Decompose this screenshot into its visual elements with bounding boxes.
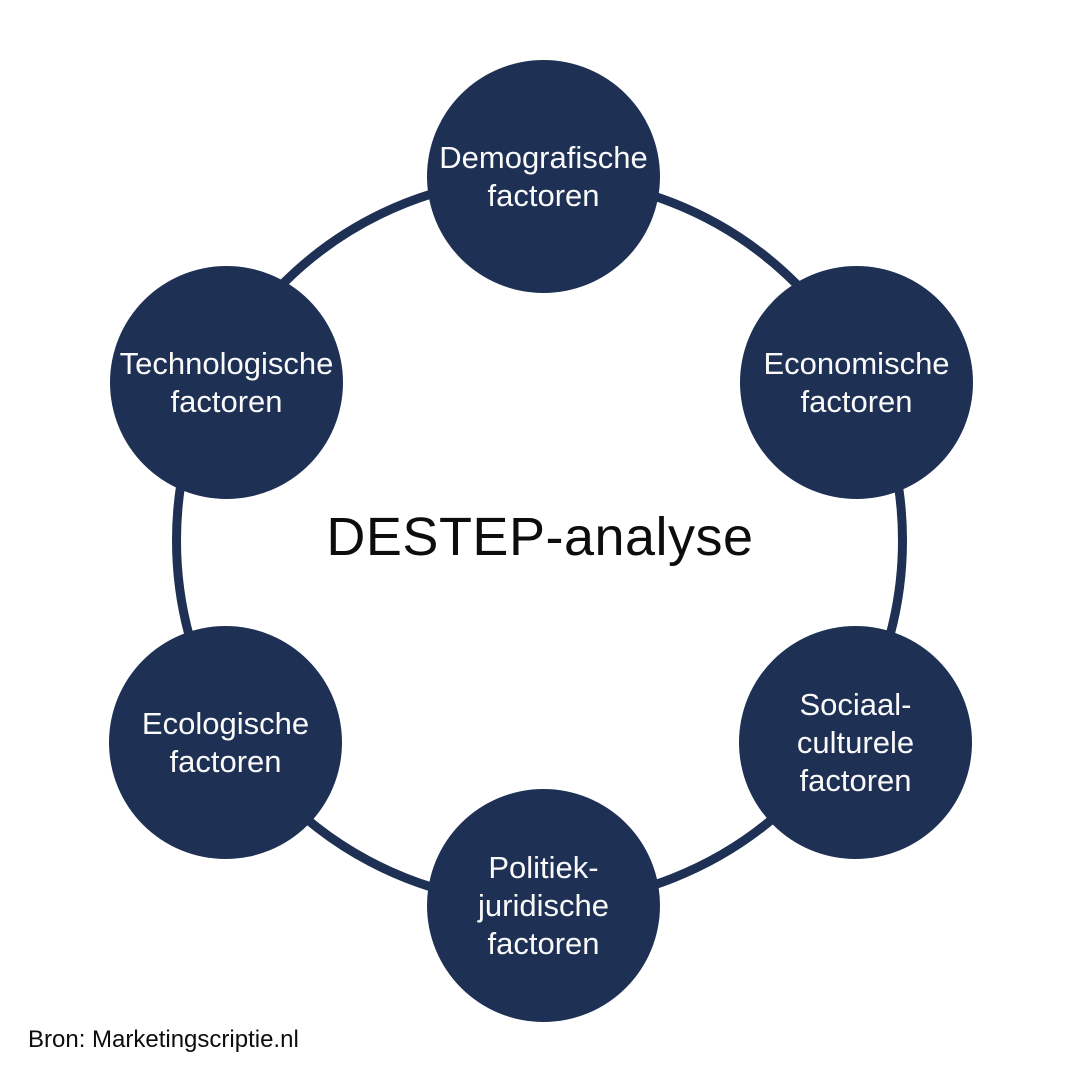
node-sociaal-culturele-factoren: Sociaal- culturele factoren [739, 626, 972, 859]
node-demografische-factoren: Demografische factoren [427, 60, 660, 293]
node-politiek-juridische-factoren: Politiek- juridische factoren [427, 789, 660, 1022]
diagram-title: DESTEP-analyse [326, 507, 754, 567]
node-label: Politiek- juridische factoren [478, 849, 609, 961]
node-ecologische-factoren: Ecologische factoren [109, 626, 342, 859]
source-credit: Bron: Marketingscriptie.nl [28, 1026, 299, 1053]
node-economische-factoren: Economische factoren [740, 266, 973, 499]
node-label: Ecologische factoren [141, 705, 310, 779]
node-technologische-factoren: Technologische factoren [110, 266, 343, 499]
node-label: Economische factoren [763, 345, 950, 419]
node-label: Technologische factoren [119, 345, 334, 419]
node-label: Sociaal- culturele factoren [796, 686, 915, 798]
node-label: Demografische factoren [439, 139, 648, 213]
